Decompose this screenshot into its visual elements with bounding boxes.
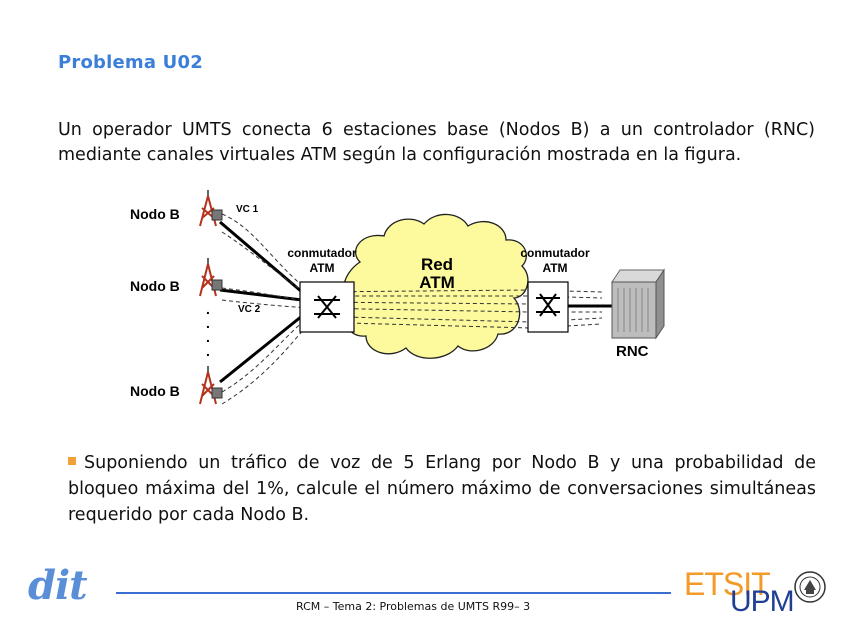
node-label: Nodo B xyxy=(130,383,180,399)
link-node2 xyxy=(219,288,303,302)
question-paragraph: Suponiendo un tráfico de voz de 5 Erlang… xyxy=(68,450,816,528)
etsit-logo: ETSIT xyxy=(684,566,771,602)
upm-logo: UPM xyxy=(730,585,795,618)
cloud-label: ATM xyxy=(419,273,455,292)
rnc-label: RNC xyxy=(616,343,649,360)
vc2-label: VC 2 xyxy=(238,304,261,315)
tower-icon xyxy=(199,258,223,297)
network-diagram: Nodo B Nodo B Nodo B VC 1 VC 2 conmutado… xyxy=(130,190,665,405)
question-text: Suponiendo un tráfico de voz de 5 Erlang… xyxy=(68,453,816,525)
link-node3 xyxy=(219,314,303,384)
university-seal-icon xyxy=(794,571,826,603)
atm-cloud xyxy=(342,213,529,359)
vc1-label: VC 1 xyxy=(236,204,259,215)
ellipsis-dot: . xyxy=(206,343,210,359)
switch-right-label: ATM xyxy=(542,261,567,275)
footer-caption: RCM – Tema 2: Problemas de UMTS R99– 3 xyxy=(296,600,531,613)
tower-icon xyxy=(199,190,223,227)
bullet-icon xyxy=(68,457,76,465)
cloud-label: Red xyxy=(421,255,453,274)
atm-switch-left xyxy=(299,281,355,333)
switch-right-label: conmutador xyxy=(520,246,590,260)
switch-left-label: ATM xyxy=(309,261,334,275)
atm-switch-right xyxy=(527,281,569,333)
dit-logo: dit xyxy=(28,562,88,609)
node-label: Nodo B xyxy=(130,278,180,294)
node-label: Nodo B xyxy=(130,206,180,222)
ellipsis-dot: . xyxy=(206,301,210,317)
intro-paragraph: Un operador UMTS conecta 6 estaciones ba… xyxy=(58,120,815,165)
tower-icon xyxy=(199,366,223,405)
slide-title: Problema U02 xyxy=(58,52,203,73)
link-node1 xyxy=(219,220,303,294)
ellipsis-dot: . xyxy=(206,329,210,345)
ellipsis-dot: . xyxy=(206,315,210,331)
footer-rule xyxy=(116,592,671,594)
rnc-server-icon xyxy=(611,268,665,340)
switch-left-label: conmutador xyxy=(287,246,357,260)
